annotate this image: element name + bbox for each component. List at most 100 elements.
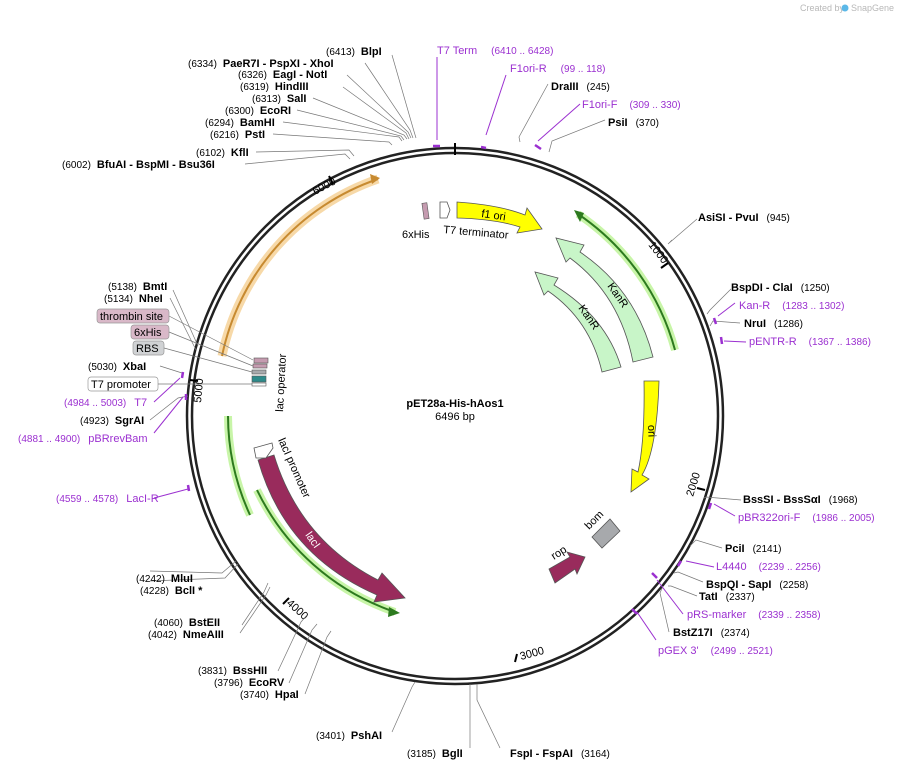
tick-label-2000: 2000: [684, 471, 703, 498]
site-pos-bgli: (3185): [407, 749, 436, 760]
laci-promoter-feature[interactable]: [253, 442, 274, 459]
bom-feature[interactable]: [591, 518, 621, 549]
site-label-draiii[interactable]: DraIII: [551, 81, 579, 93]
svg-text:(4228)BclI *: (4228)BclI *: [140, 585, 203, 597]
svg-text:(6300)EcoRI: (6300)EcoRI: [225, 105, 291, 117]
site-label-kfli[interactable]: KflI: [231, 147, 249, 159]
svg-text:pRS-marker(2339 .. 2358): pRS-marker(2339 .. 2358): [687, 609, 821, 621]
site-label-tati[interactable]: TatI: [699, 591, 718, 603]
primer-label-t7[interactable]: T7: [134, 397, 147, 409]
site-label-pcii[interactable]: PciI: [725, 543, 745, 555]
svg-text:BspQI - SapI(2258): BspQI - SapI(2258): [706, 579, 808, 591]
lac-operator-block[interactable]: [251, 375, 267, 383]
site-label-nhei[interactable]: NheI: [139, 293, 163, 305]
primer-label-pbrrevbam[interactable]: pBRrevBam: [88, 433, 147, 445]
svg-text:(4242)MluI: (4242)MluI: [136, 573, 193, 585]
orange-feature-arrowhead: [370, 174, 380, 184]
svg-text:F1ori-F(309 .. 330): F1ori-F(309 .. 330): [582, 99, 681, 111]
site-pos-bstz17i: (2374): [721, 628, 750, 639]
site-label-ecorv[interactable]: EcoRV: [249, 677, 285, 689]
laci-feature[interactable]: [257, 454, 406, 603]
t7-terminator-feature[interactable]: [439, 201, 451, 219]
site-label-nrui[interactable]: NruI: [744, 318, 766, 330]
site-label-ecori[interactable]: EcoRI: [260, 105, 291, 117]
site-label-sapi[interactable]: BspQI - SapI: [706, 579, 771, 591]
site-label-fspai[interactable]: FspI - FspAI: [510, 748, 573, 760]
site-label-bsteii[interactable]: BstEII: [189, 617, 220, 629]
primer-label-prs-marker[interactable]: pRS-marker: [687, 609, 747, 621]
site-label-noti[interactable]: EagI - NotI: [273, 69, 327, 81]
primer-label-laci-r[interactable]: LacI-R: [126, 493, 158, 505]
ori-feature[interactable]: [630, 380, 660, 493]
thrombin-site-block[interactable]: [253, 357, 269, 364]
svg-text:PsiI(370): PsiI (370): [608, 117, 659, 129]
site-label-pvui[interactable]: AsiSI - PvuI: [698, 212, 759, 224]
svg-text:(3185)BglI: (3185) BglI: [407, 748, 463, 760]
primer-label-pgex-3[interactable]: pGEX 3': [658, 645, 699, 657]
rop-feature[interactable]: [548, 551, 586, 584]
site-pos-nhei: (5134): [104, 294, 133, 305]
site-label-clai[interactable]: BspDI - ClaI: [731, 282, 793, 294]
f1-ori-feature[interactable]: [456, 201, 543, 234]
primer-label-f1ori-f[interactable]: F1ori-F: [582, 99, 618, 111]
site-label-hpai[interactable]: HpaI: [275, 689, 299, 701]
site-pos-psii: (370): [636, 118, 659, 129]
primer-label-pbr322ori-f[interactable]: pBR322ori-F: [738, 512, 801, 524]
svg-text:DraIII(245): DraIII(245): [551, 81, 610, 93]
site-label-bsssi[interactable]: BssSI - BssSαI: [743, 494, 821, 506]
site-label-mlui[interactable]: MluI: [171, 573, 193, 585]
svg-text:(6216)PstI: (6216)PstI: [210, 129, 265, 141]
svg-text:(5030)XbaI: (5030)XbaI: [88, 361, 146, 373]
green-arc-left-glow[interactable]: [224, 415, 254, 517]
svg-text:(5134)NheI: (5134) NheI: [104, 293, 163, 305]
site-label-nmeaiii[interactable]: NmeAIII: [183, 629, 224, 641]
primer-label-f1ori-r[interactable]: F1ori-R: [510, 63, 547, 75]
site-label-bstz17i[interactable]: BstZ17I: [673, 627, 713, 639]
site-label-psii[interactable]: PsiI: [608, 117, 628, 129]
site-label-pshai[interactable]: PshAI: [351, 730, 382, 742]
site-label-psti[interactable]: PstI: [245, 129, 265, 141]
svg-text:(4042)NmeAIII: (4042)NmeAIII: [148, 629, 224, 641]
svg-text:(5138)BmtI: (5138)BmtI: [108, 281, 167, 293]
tick-mark-6000: [328, 175, 334, 185]
site-label-bcli[interactable]: BclI *: [175, 585, 203, 597]
svg-text:PciI(2141): PciI(2141): [725, 543, 781, 555]
svg-text:(6334)PaeR7I - PspXI - XhoI: (6334)PaeR7I - PspXI - XhoI: [188, 58, 334, 70]
thrombin-site-tag-label: thrombin site: [100, 311, 163, 323]
site-label-bsu36i[interactable]: BfuAI - BspMI - Bsu36I: [97, 159, 215, 171]
tick-mark-5000: [189, 379, 199, 382]
primer-label-kan-r[interactable]: Kan-R: [739, 300, 770, 312]
site-label-bamhi[interactable]: BamHI: [240, 117, 275, 129]
green-arc-right[interactable]: [577, 213, 676, 351]
primer-label-pentr-r[interactable]: pENTR-R: [749, 336, 797, 348]
site-label-hindiii[interactable]: HindIII: [275, 81, 309, 93]
lac-operator-label: lac operator: [274, 353, 289, 412]
svg-text:(4923)SgrAI: (4923)SgrAI: [80, 415, 144, 427]
svg-text:BssSI - BssSαI(1968): BssSI - BssSαI(1968): [743, 494, 858, 506]
site-label-blpi[interactable]: BlpI: [361, 46, 382, 58]
orange-feature-arc-glow[interactable]: [217, 174, 380, 357]
6xhis-top-block[interactable]: [421, 202, 430, 220]
green-arc-bottom[interactable]: [256, 489, 396, 613]
svg-text:BspDI - ClaI(1250): BspDI - ClaI(1250): [731, 282, 830, 294]
svg-text:(3796)EcoRV: (3796)EcoRV: [214, 677, 285, 689]
green-arc-left[interactable]: [227, 415, 251, 516]
primer-label-l4440[interactable]: L4440: [716, 561, 747, 573]
site-pos-pvui: (945): [767, 213, 790, 224]
site-label-sgrai[interactable]: SgrAI: [115, 415, 144, 427]
site-label-xhoi[interactable]: PaeR7I - PspXI - XhoI: [223, 58, 334, 70]
6xhis-block[interactable]: [252, 363, 268, 369]
svg-text:(6413)BlpI: (6413)BlpI: [326, 46, 382, 58]
rbs-block[interactable]: [251, 369, 267, 375]
site-label-xbai[interactable]: XbaI: [123, 361, 146, 373]
t7-promoter-block[interactable]: [251, 382, 267, 387]
site-label-sali[interactable]: SalI: [287, 93, 307, 105]
primer-label-t7-term[interactable]: T7 Term: [437, 45, 477, 57]
orange-feature-arc[interactable]: [221, 178, 379, 357]
site-label-bsshii[interactable]: BssHII: [233, 665, 267, 677]
kanr-feature-inner[interactable]: [534, 271, 622, 373]
site-label-bgli[interactable]: BglI: [442, 748, 463, 760]
site-label-bmti[interactable]: BmtI: [143, 281, 167, 293]
kanr-feature-outer[interactable]: [555, 237, 654, 363]
